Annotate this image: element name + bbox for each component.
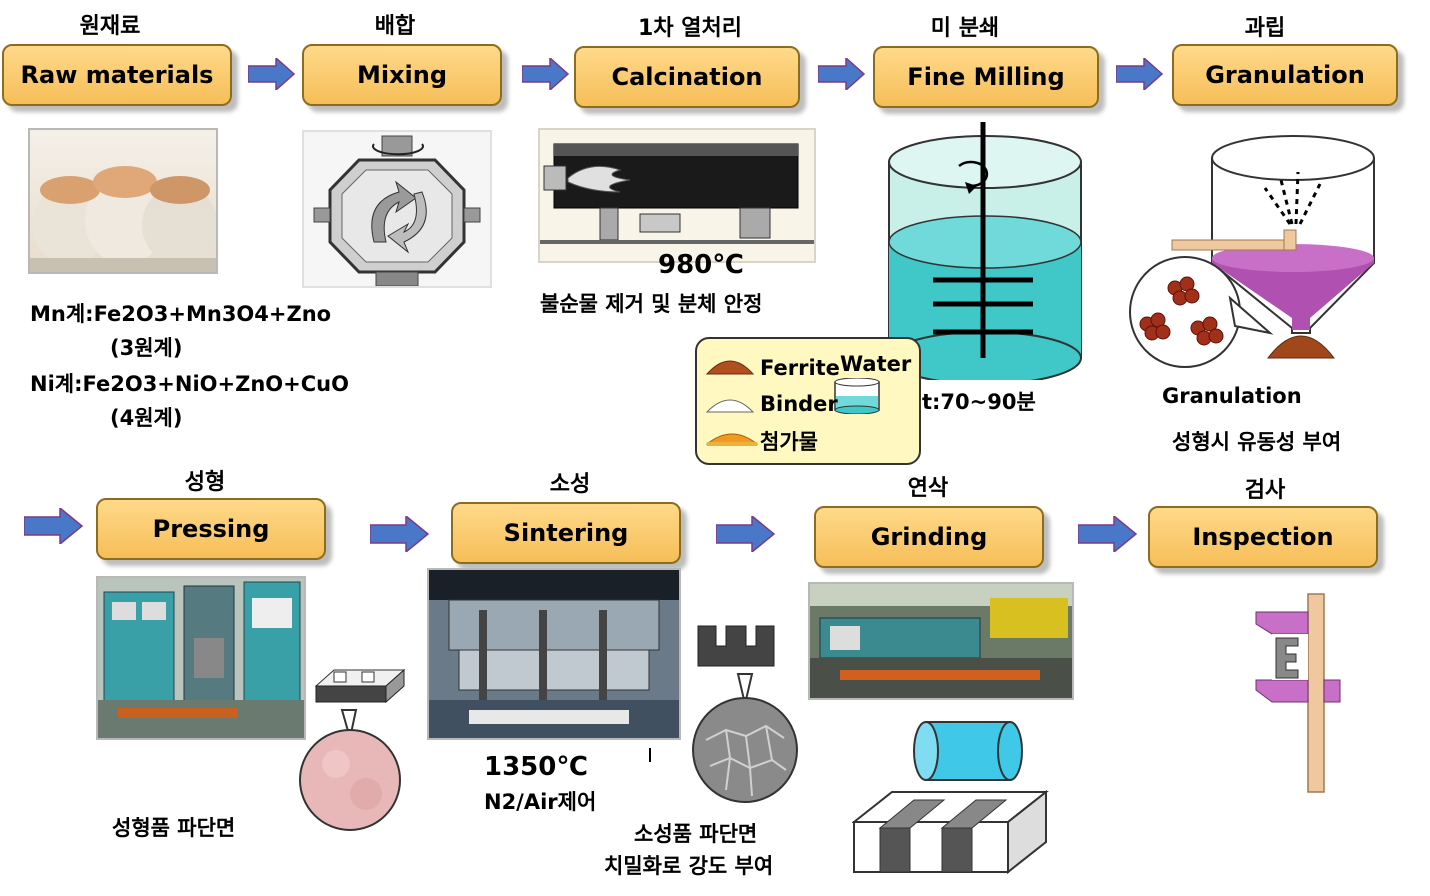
granulation-label: Granulation: [1162, 384, 1302, 408]
press-machine-icon: [98, 578, 304, 738]
arrow-icon: [522, 58, 570, 90]
material-bags-icon: [30, 166, 216, 272]
arrow-icon: [24, 508, 84, 544]
milling-time: t:70~90분: [922, 390, 1036, 414]
arrow-icon: [716, 516, 776, 552]
stage-kor-grinding: 연삭: [907, 476, 949, 501]
mixer-illustration: [302, 130, 492, 288]
arrow-icon: [370, 516, 430, 552]
sintering-desc2: 치밀화로 강도 부여: [604, 854, 774, 878]
sintering-atmos: N2/Air제어: [484, 790, 597, 814]
additive-icon: [705, 433, 759, 446]
sintered-fracture-icon: [692, 673, 798, 803]
stage-kor-granulation: 과립: [1244, 16, 1286, 41]
rotary-kiln-icon: [540, 143, 814, 244]
sintering-desc1: 소성품 파단면: [634, 822, 758, 846]
stage-kor-pressing: 성형: [184, 470, 226, 495]
water-beaker-icon: [834, 378, 880, 414]
tick-mark: [649, 748, 651, 762]
legend-binder: Binder: [760, 392, 838, 416]
pressed-fracture-icon: [299, 709, 401, 831]
legend-additive: 첨가물: [760, 430, 818, 454]
ferrite-icon: [705, 360, 755, 375]
mn-note: (3원계): [110, 336, 183, 360]
arrow-icon: [1078, 516, 1138, 552]
stage-kor-fine-milling: 미 분쇄: [930, 16, 1000, 41]
arrow-icon: [818, 58, 866, 90]
stage-box-inspection: Inspection: [1148, 506, 1378, 568]
legend-ferrite: Ferrite: [760, 356, 840, 380]
stage-box-raw-materials: Raw materials: [2, 44, 232, 106]
press-machine-photo: [96, 576, 306, 740]
stage-box-granulation: Granulation: [1172, 44, 1398, 106]
stage-kor-inspection: 검사: [1244, 478, 1286, 503]
mill-tank-icon: [888, 122, 1082, 380]
mixer-icon: [313, 135, 481, 286]
ni-note: (4원계): [110, 406, 183, 430]
raw-materials-photo: [28, 128, 218, 274]
stage-kor-sintering: 소성: [549, 472, 591, 497]
grinding-wheel-icon: [852, 721, 1049, 875]
arrow-icon: [248, 58, 296, 90]
stage-box-fine-milling: Fine Milling: [873, 46, 1099, 108]
stage-kor-raw: 원재료: [79, 14, 141, 39]
stage-kor-calcination: 1차 열처리: [638, 16, 742, 41]
sintering-furnace-photo: [427, 568, 681, 740]
sintered-part-icon: [697, 625, 775, 667]
furnace-icon: [429, 570, 679, 738]
grinding-machine-icon: [810, 584, 1072, 698]
legend-water: Water: [840, 352, 912, 376]
pressing-desc: 성형품 파단면: [112, 816, 236, 840]
granulation-funnel-icon: [1129, 135, 1375, 368]
arrow-icon: [1116, 58, 1164, 90]
binder-icon: [705, 399, 755, 413]
caliper-icon: [1255, 593, 1341, 793]
pressed-part-icon: [314, 668, 406, 704]
stage-box-grinding: Grinding: [814, 506, 1044, 568]
calcination-temp: 980℃: [658, 250, 744, 280]
stage-box-sintering: Sintering: [451, 502, 681, 564]
granulation-desc: 성형시 유동성 부여: [1172, 430, 1342, 454]
sintering-temp: 1350℃: [484, 752, 588, 782]
stage-box-pressing: Pressing: [96, 498, 326, 560]
stage-box-calcination: Calcination: [574, 46, 800, 108]
grinding-machine-photo: [808, 582, 1074, 700]
calcination-desc: 불순물 제거 및 분체 안정: [540, 292, 763, 316]
stage-kor-mixing: 배합: [374, 14, 416, 39]
ni-formula: Ni계:Fe2O3+NiO+ZnO+CuO: [30, 372, 349, 396]
mn-formula: Mn계:Fe2O3+Mn3O4+Zno: [30, 302, 332, 326]
stage-box-mixing: Mixing: [302, 44, 502, 106]
kiln-illustration: [538, 128, 816, 263]
